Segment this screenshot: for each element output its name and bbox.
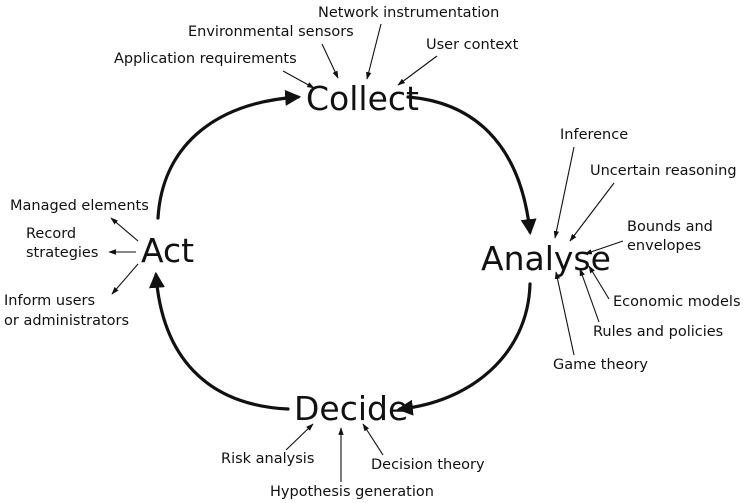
label-economic-models: Economic models [613, 294, 741, 310]
label-environmental-sensors: Environmental sensors [188, 24, 354, 40]
arrow-uncertain-reasoning [569, 182, 615, 242]
label-managed-elements: Managed elements [10, 198, 149, 214]
stage-decide: Decide [294, 389, 408, 428]
label-decision-theory: Decision theory [371, 457, 485, 473]
label-game-theory: Game theory [553, 357, 648, 373]
arrow-rules-and-policies [579, 268, 600, 323]
label-inform-line-1: Inform users [4, 293, 95, 309]
arrow-application-requirements [282, 70, 315, 89]
stage-analyse: Analyse [481, 239, 611, 278]
label-inform-users: Inform users or administrators [4, 293, 129, 329]
arrow-decide-to-act [148, 271, 290, 411]
label-rules-and-policies: Rules and policies [593, 324, 723, 340]
arrow-risk-analysis [285, 423, 314, 451]
label-bounds-line-2: envelopes [627, 238, 701, 254]
label-inform-line-2: or administrators [4, 313, 129, 329]
arrow-act-to-collect [156, 89, 302, 220]
label-bounds-and-envelopes: Bounds and envelopes [627, 219, 717, 254]
label-user-context: User context [426, 37, 519, 53]
arrow-analyse-to-decide [396, 282, 532, 416]
label-uncertain-reasoning: Uncertain reasoning [590, 163, 737, 179]
arrow-user-context [397, 55, 438, 86]
arrow-game-theory [554, 271, 575, 356]
arrow-inference [553, 146, 575, 239]
arrow-network-instrumentation [366, 23, 382, 80]
arrow-collect-to-analyse [406, 95, 537, 236]
label-network-instrumentation: Network instrumentation [318, 5, 499, 21]
arrow-bounds-and-envelopes [584, 240, 624, 255]
label-bounds-line-1: Bounds and [627, 219, 713, 235]
arrow-economic-models [588, 265, 610, 300]
label-application-requirements: Application requirements [114, 51, 297, 67]
label-hypothesis-generation: Hypothesis generation [270, 484, 434, 500]
label-inference: Inference [560, 127, 628, 143]
arrow-environmental-sensors [321, 43, 339, 79]
arrow-managed-elements [110, 217, 139, 242]
stage-collect: Collect [306, 79, 419, 118]
label-record-line-1: Record [26, 226, 76, 242]
label-record-strategies: Record strategies [26, 226, 98, 261]
label-record-line-2: strategies [26, 245, 98, 261]
stage-act: Act [141, 231, 194, 270]
label-risk-analysis: Risk analysis [221, 451, 314, 467]
arrow-decision-theory [362, 423, 384, 456]
arrow-inform-users [111, 263, 139, 295]
